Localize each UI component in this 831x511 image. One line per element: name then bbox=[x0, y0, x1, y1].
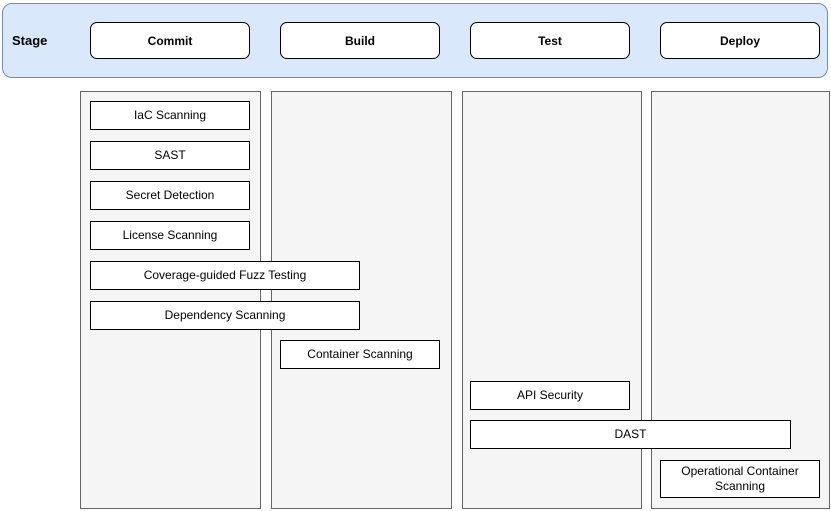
task-coverage-guided-fuzz-testing-label: Coverage-guided Fuzz Testing bbox=[143, 268, 307, 282]
stage-pill-test: Test bbox=[470, 22, 630, 59]
stage-pill-commit-label: Commit bbox=[147, 33, 193, 48]
task-license-scanning: License Scanning bbox=[90, 221, 250, 250]
stage-pill-test-label: Test bbox=[538, 33, 562, 48]
task-secret-detection: Secret Detection bbox=[90, 181, 250, 210]
task-dependency-scanning-label: Dependency Scanning bbox=[164, 308, 286, 322]
task-iac-scanning-label: IaC Scanning bbox=[133, 108, 207, 122]
task-container-scanning: Container Scanning bbox=[280, 340, 440, 369]
task-iac-scanning: IaC Scanning bbox=[90, 101, 250, 130]
stage-pill-build: Build bbox=[280, 22, 440, 59]
lane-build bbox=[271, 91, 452, 509]
stage-pill-deploy-label: Deploy bbox=[719, 33, 760, 48]
task-container-scanning-label: Container Scanning bbox=[307, 347, 413, 361]
task-operational-container-scanning: Operational Container Scanning bbox=[660, 460, 820, 498]
stage-pill-deploy: Deploy bbox=[660, 22, 820, 59]
task-api-security: API Security bbox=[470, 381, 630, 410]
task-operational-container-scanning-label: Operational Container Scanning bbox=[681, 464, 799, 493]
task-dependency-scanning: Dependency Scanning bbox=[90, 301, 360, 330]
stage-pill-commit: Commit bbox=[90, 22, 250, 59]
stage-pill-build-label: Build bbox=[345, 33, 375, 48]
task-sast-label: SAST bbox=[154, 148, 186, 162]
task-api-security-label: API Security bbox=[516, 388, 584, 402]
task-sast: SAST bbox=[90, 141, 250, 170]
task-license-scanning-label: License Scanning bbox=[122, 228, 218, 242]
task-secret-detection-label: Secret Detection bbox=[125, 188, 215, 202]
task-coverage-guided-fuzz-testing: Coverage-guided Fuzz Testing bbox=[90, 261, 360, 290]
task-dast-label: DAST bbox=[614, 427, 647, 441]
stage-header-label: Stage bbox=[12, 33, 48, 48]
task-dast: DAST bbox=[470, 420, 791, 449]
